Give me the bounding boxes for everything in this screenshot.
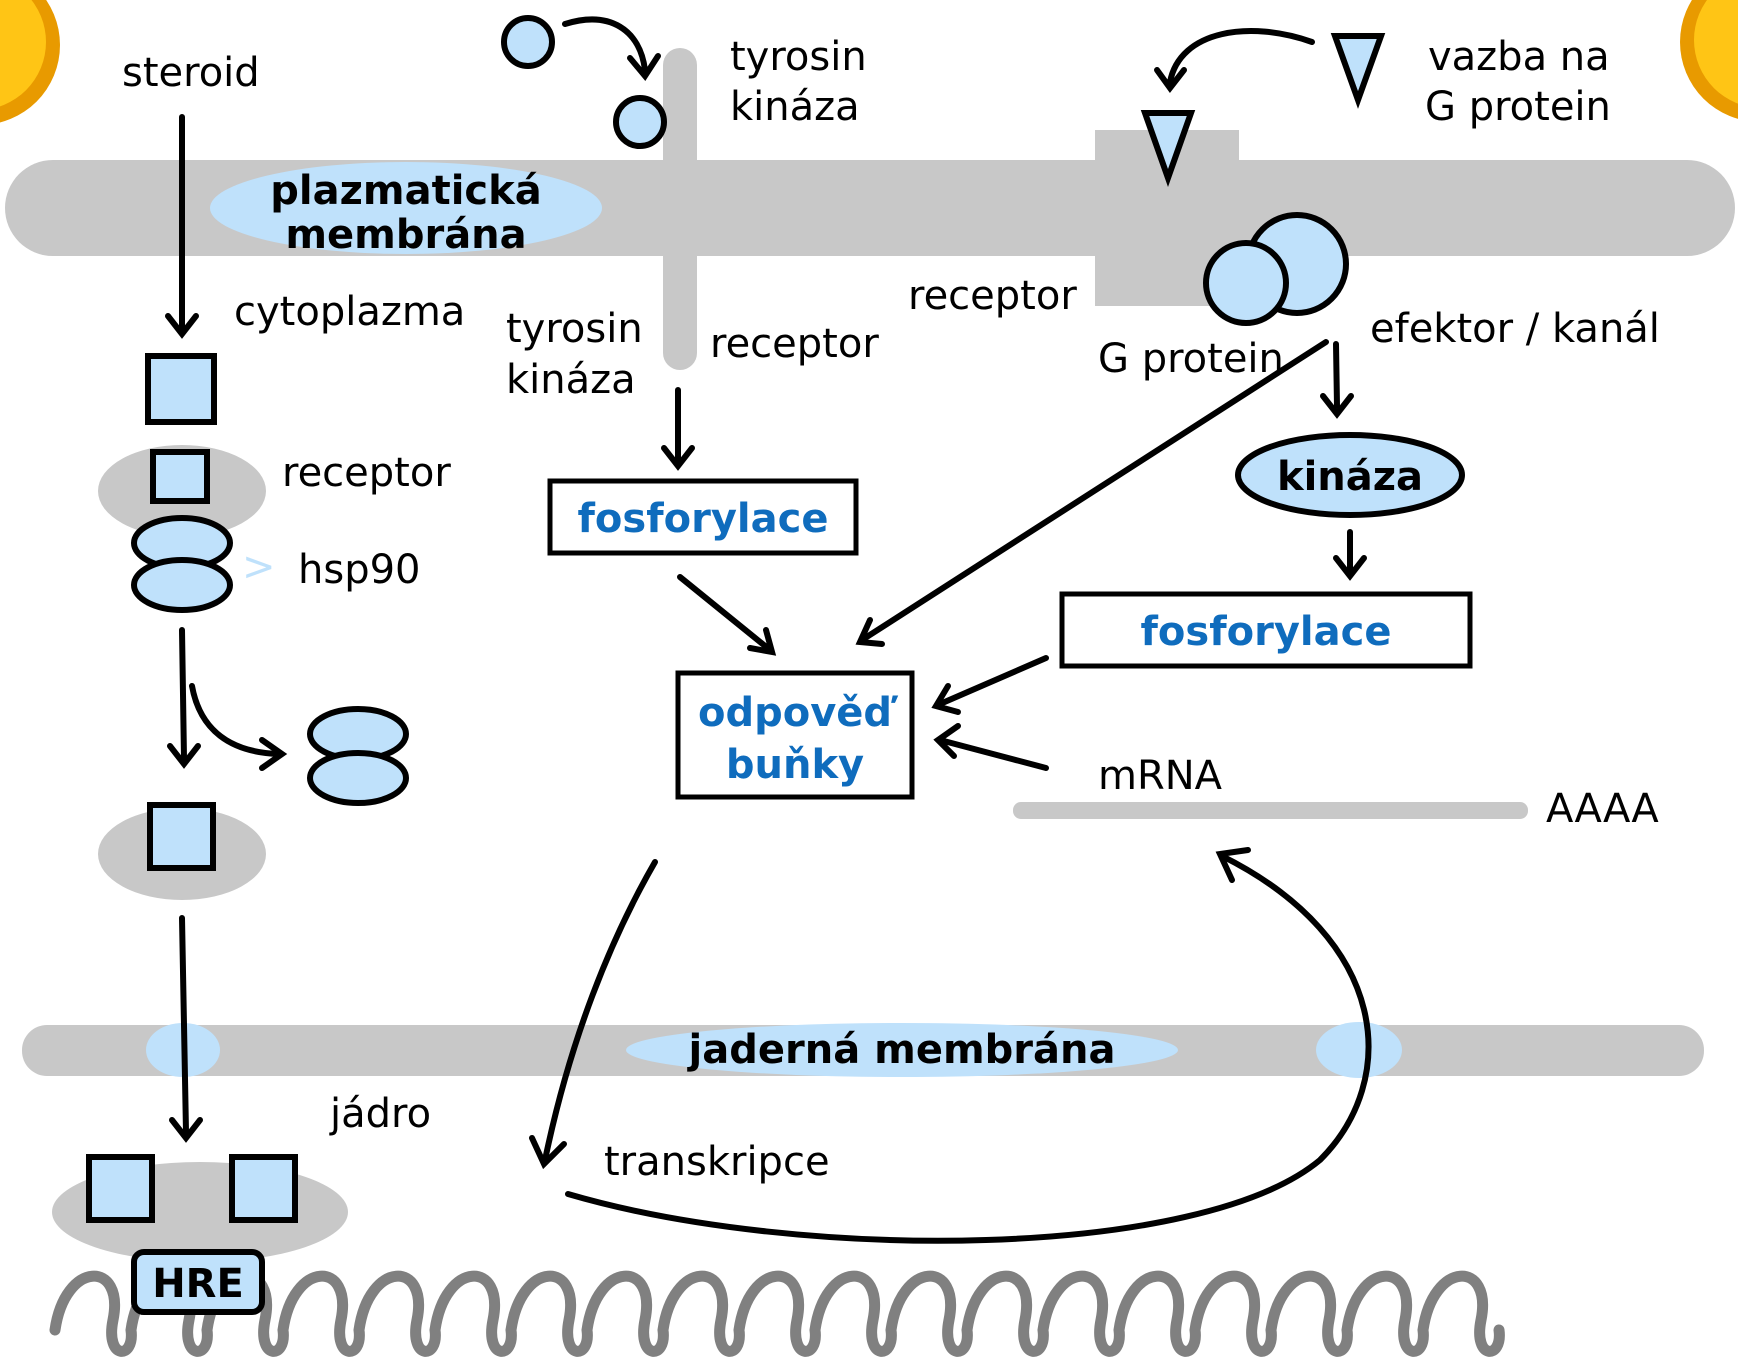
arrowhead-to-nucleus — [169, 1117, 203, 1143]
sun-decoration-left — [0, 0, 60, 123]
phosphorylation-box-right — [1059, 591, 1473, 669]
hsp90-released-lower — [307, 750, 409, 806]
mrna-strand — [1013, 802, 1528, 819]
hsp90-label: hsp90 — [298, 547, 420, 593]
arrow-response-to-transcription — [542, 859, 658, 1163]
ligand-circle-top — [501, 15, 555, 69]
arrowhead-effector-to-kinase — [1320, 393, 1354, 419]
dimer-square-left — [86, 1154, 155, 1223]
arrow-g-protein-to-response — [859, 339, 1329, 643]
tyrosine-kinase-top-label-line1: tyrosin — [730, 34, 867, 80]
tyrosine-kinase-left-label-line2: kináza — [506, 357, 636, 403]
arrow-effector-to-kinase — [1333, 341, 1340, 409]
sun-decoration-right — [1680, 0, 1738, 119]
arrow-g-ligand-binding — [1167, 28, 1315, 85]
arrowhead-mrna-to-response — [933, 723, 961, 759]
arrow-phospho-left-to-response — [677, 574, 773, 653]
arrowhead-response-to-transcription — [529, 1135, 567, 1170]
g-protein-label: G protein — [1098, 336, 1284, 382]
phosphorylation-label-left: fosforylace — [578, 496, 829, 542]
arrowhead-receptor-down — [167, 743, 201, 769]
tyrosine-kinase-left-label-line1: tyrosin — [506, 306, 643, 352]
tyrosine-kinase-top-label-line2: kináza — [730, 84, 860, 130]
arrowhead-phospho-left-to-response — [747, 627, 777, 656]
kinase-label: kináza — [1277, 454, 1423, 500]
nucleus-label: jádro — [329, 1091, 431, 1137]
tyrosine-kinase-receptor — [663, 48, 697, 370]
g-protein-circle — [1203, 240, 1289, 326]
arrow-transcription-to-mrna — [565, 853, 1372, 1244]
arrowhead-hsp90-release — [259, 737, 288, 771]
nuclear-membrane-label: jaderná membrána — [687, 1027, 1116, 1073]
arrow-hsp90-release — [189, 683, 281, 757]
arrowhead-g-protein-to-response — [855, 617, 885, 647]
arrow-ligand-binding — [562, 16, 648, 73]
plasma-membrane-label-line2: membrána — [285, 212, 526, 258]
hsp90-lower-ellipse — [131, 557, 233, 613]
arrowhead-tk-to-phosphorylation — [661, 445, 695, 471]
transcription-label: transkripce — [604, 1139, 830, 1185]
hre-box — [131, 1249, 265, 1315]
cell-response-label-line1: odpověď — [698, 690, 898, 736]
mrna-label: mRNA — [1098, 753, 1223, 799]
arrow-mrna-to-response — [937, 737, 1049, 771]
polya-tail-label: AAAA — [1546, 786, 1659, 832]
cell-response-box — [675, 670, 915, 800]
dna-helix — [49, 1270, 1505, 1357]
steroid-hormone-square — [145, 353, 217, 425]
steroid-label: steroid — [122, 50, 260, 96]
activated-receptor-square — [147, 802, 216, 871]
nuclear-membrane-label-bg — [626, 1023, 1178, 1077]
plasma-membrane-label-line1: plazmatická — [270, 168, 541, 214]
arrowhead-steroid-down — [165, 313, 199, 339]
kinase-ellipse — [1235, 432, 1465, 518]
hre-label: HRE — [152, 1261, 244, 1307]
ligand-triangle-free — [1330, 33, 1386, 109]
phosphorylation-box-left — [547, 478, 859, 556]
g-protein-receptor-label: receptor — [908, 273, 1077, 319]
nuclear-pore-right — [1316, 1022, 1402, 1078]
arrow-to-nucleus — [179, 915, 189, 1135]
steroid-receptor-label: receptor — [282, 450, 451, 496]
ligand-triangle-bound — [1140, 110, 1196, 187]
dimer-square-right — [229, 1154, 298, 1223]
cytoplasm-label: cytoplazma — [234, 289, 465, 335]
g-protein-binding-label-line1: vazba na — [1428, 34, 1610, 80]
g-protein-binding-label-line2: G protein — [1425, 84, 1611, 130]
arrow-phospho-right-to-response — [937, 655, 1049, 707]
arrowhead-g-ligand-binding — [1154, 67, 1187, 94]
arrow-receptor-down — [179, 627, 187, 761]
receptor-square — [150, 449, 210, 504]
phosphorylation-label-right: fosforylace — [1141, 609, 1392, 655]
arrowhead-ligand-binding — [627, 53, 661, 82]
effector-channel-label: efektor / kanál — [1370, 306, 1660, 352]
arrowhead-kinase-to-phosphorylation — [1333, 555, 1367, 581]
ligand-circle-bound — [613, 95, 667, 149]
hsp90-bracket: > — [242, 544, 276, 590]
arrowhead-transcription-to-mrna — [1215, 847, 1251, 883]
plasma-membrane-label-bg — [210, 162, 602, 254]
tyrosine-kinase-receptor-label: receptor — [710, 321, 879, 367]
cell-response-label-line2: buňky — [726, 742, 864, 788]
arrowhead-phospho-right-to-response — [931, 683, 961, 715]
